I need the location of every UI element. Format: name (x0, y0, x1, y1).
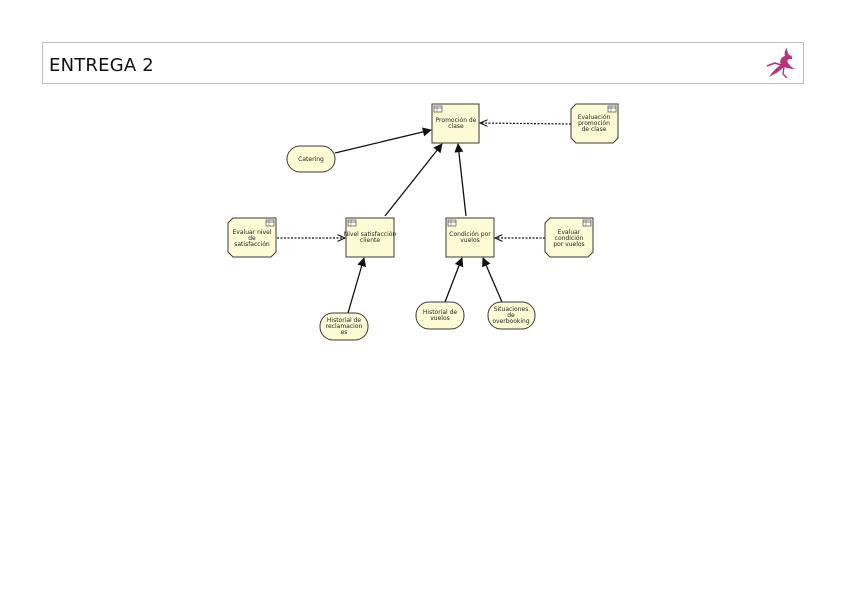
node-label: Promoción de (436, 117, 477, 124)
gazelle-logo-icon (766, 48, 795, 79)
node-label: reclamacion (326, 323, 363, 330)
table-icon (433, 105, 443, 113)
node-label: satisfacción (234, 241, 270, 248)
edge-nivel-to-promocion (384, 143, 443, 217)
node-label: Nivel satisfacción (344, 231, 397, 238)
node-label: vuelos (460, 237, 480, 244)
node-label: por vuelos (553, 241, 584, 248)
page-title: ENTREGA 2 (49, 55, 154, 76)
node-label: overbooking (492, 318, 529, 325)
table-icon (447, 219, 457, 227)
page-header: ENTREGA 2 (42, 42, 804, 84)
table-icon (347, 219, 357, 227)
input-catering[interactable]: Catering (286, 145, 336, 173)
node-label: de (507, 312, 515, 319)
edge-evaluacion-to-promocion (480, 123, 572, 124)
node-label: condición (555, 235, 584, 242)
node-label: vuelos (430, 315, 450, 322)
node-label: clase (448, 123, 464, 130)
edge-overbooking-to-condicion (482, 257, 503, 303)
node-label: Evaluar (558, 229, 581, 236)
node-label: promoción (578, 120, 610, 127)
node-label: cliente (360, 237, 380, 244)
node-label: Evaluación (578, 114, 611, 121)
node-label: Catering (298, 156, 324, 163)
svg-text:Catering: Catering (298, 156, 324, 163)
node-label: de (248, 235, 256, 242)
edge-catering-to-promocion (334, 127, 432, 154)
edge-historial-recl-to-nivel (347, 257, 367, 314)
node-label: Evaluar nivel (233, 229, 272, 236)
node-label: Historial de (423, 309, 458, 316)
table-icon (582, 219, 592, 227)
node-label: Historial de (327, 317, 362, 324)
node-label: de clase (582, 126, 607, 133)
edge-condicion-to-promocion (454, 143, 467, 217)
node-label: es (341, 329, 348, 336)
table-icon (607, 105, 617, 113)
edge-historial-vuelos-to-condicion (444, 257, 464, 303)
node-label: Situaciones (494, 306, 529, 313)
node-label: Condición por (449, 231, 491, 238)
table-icon (265, 219, 275, 227)
